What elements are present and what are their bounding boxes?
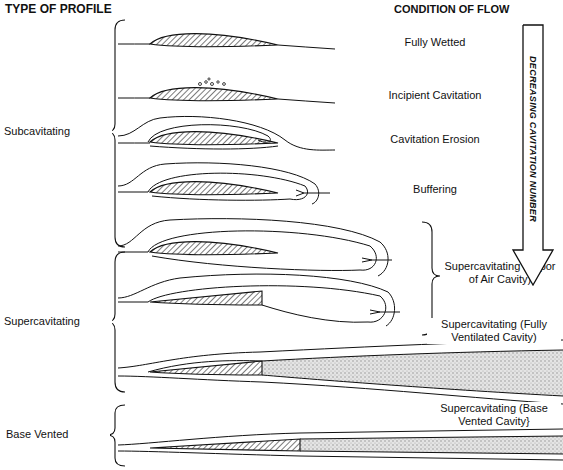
heading-label: CONDITION OF FLOW [392, 3, 517, 16]
flow-condition-label: Supercavitating (Fully Ventilated Cavity… [427, 318, 561, 344]
foil-fully-wetted [118, 34, 335, 49]
heading-label: TYPE OF PROFILE [3, 3, 143, 16]
flow-condition-label: Supercavitating (Base Vented Cavity} [427, 402, 561, 428]
direction-arrow: DECREASING CAVITATION NUMBER [512, 24, 554, 286]
foil-fully-ventilated [118, 340, 563, 404]
profile-type-label: Subcavitating [2, 125, 112, 138]
foil-supercavitating [118, 274, 400, 326]
foil-base-vented [118, 429, 563, 460]
flow-condition-label: Buffering [370, 183, 500, 196]
foil-incipient [118, 78, 335, 103]
foil-vapor-cavity [118, 219, 392, 276]
foil-erosion [118, 116, 335, 150]
arrow-shape [513, 25, 553, 285]
profile-type-label: Supercavitating [2, 315, 112, 328]
flow-condition-label: Fully Wetted [370, 36, 500, 49]
arrow-caption: DECREASING CAVITATION NUMBER [528, 56, 538, 222]
flow-condition-label: Incipient Cavitation [370, 89, 500, 102]
flow-condition-label: Cavitation Erosion [370, 133, 500, 146]
profile-type-label: Base Vented [4, 428, 110, 441]
foil-buffering [118, 163, 330, 204]
